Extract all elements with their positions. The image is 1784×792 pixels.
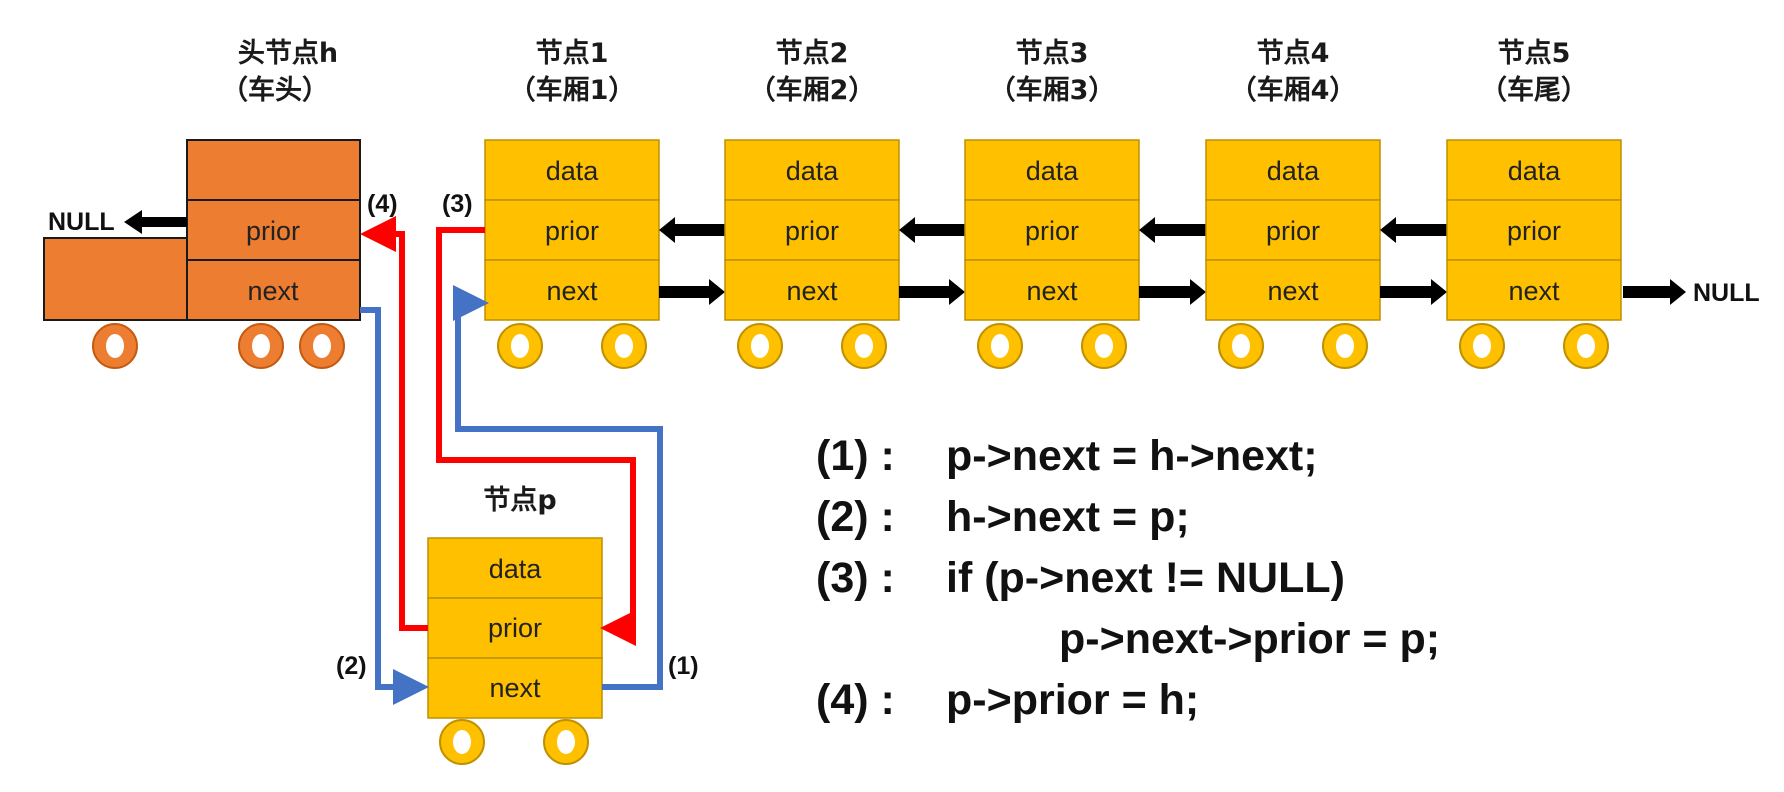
head-node: 头节点h （车头） prior next NULL [43, 38, 361, 369]
code-label-5: (4) : [816, 676, 895, 724]
head-null-label: NULL [48, 208, 115, 236]
data-cell [964, 139, 1140, 201]
step3-arrow [436, 227, 636, 646]
head-cab-block [43, 237, 188, 321]
prior-label: prior [1266, 216, 1320, 246]
next-label: next [786, 276, 838, 306]
node-1: 节点1 （车厢1） data prior next [484, 38, 660, 369]
step4-arrow [360, 216, 428, 631]
code-line-4: p->next->prior = p; [1059, 615, 1440, 663]
next-label: next [1267, 276, 1319, 306]
node-title: 节点3 [1016, 38, 1089, 69]
next-arrow [659, 279, 725, 305]
head-subtitle: （车头） [221, 74, 329, 106]
node-title: 节点1 [536, 38, 609, 69]
p-node: 节点p data prior next [427, 485, 603, 765]
prior-arrow [899, 217, 965, 243]
node-title: 节点2 [776, 38, 849, 69]
prior-arrow [659, 217, 725, 243]
node-2: 节点2 （车厢2） data prior next [724, 38, 900, 369]
data-label: data [546, 156, 600, 186]
head-wheels [92, 323, 345, 369]
p-prior-cell [427, 597, 603, 659]
next-label: next [1026, 276, 1078, 306]
code-line-5: p->prior = h; [946, 676, 1199, 724]
step2-tag: (2) [336, 652, 367, 680]
p-node-title: 节点p [483, 485, 556, 516]
tail-null-arrow [1623, 279, 1686, 305]
p-next-label: next [489, 673, 541, 703]
prior-cell [1205, 199, 1381, 261]
prior-label: prior [785, 216, 839, 246]
next-label: next [1508, 276, 1560, 306]
node-3: 节点3 （车厢3） data prior next [964, 38, 1140, 369]
prior-arrow [1380, 217, 1447, 243]
prior-label: prior [545, 216, 599, 246]
node-title: 节点5 [1498, 38, 1571, 69]
code-line-2: h->next = p; [946, 493, 1190, 541]
node-subtitle: （车厢1） [509, 74, 636, 106]
next-arrow [1380, 279, 1447, 305]
prior-arrow [1139, 217, 1206, 243]
prior-label: prior [1507, 216, 1561, 246]
step2-arrow [360, 307, 429, 705]
head-prior-cell [186, 199, 361, 261]
head-next-label: next [247, 276, 299, 306]
code-line-1: p->next = h->next; [946, 432, 1318, 480]
data-label: data [786, 156, 840, 186]
next-cell [964, 259, 1140, 321]
head-null-arrow [124, 210, 187, 234]
node-5: 节点5 （车尾） data prior next [1446, 38, 1622, 369]
step1-arrow [453, 285, 663, 690]
nodes-row: 节点1 （车厢1） data prior next 节点2 （车厢2） data prior ne… [484, 38, 1622, 369]
node-subtitle: （车厢4） [1230, 74, 1357, 106]
data-cell [1205, 139, 1381, 201]
code-block: (1) : p->next = h->next; (2) : h->next =… [816, 432, 1440, 724]
p-data-cell [427, 537, 603, 599]
data-label: data [1267, 156, 1321, 186]
next-cell [484, 259, 660, 321]
head-title: 头节点h [238, 38, 338, 69]
code-label-2: (2) : [816, 493, 895, 541]
next-cell [1205, 259, 1381, 321]
p-next-cell [427, 657, 603, 719]
node-title: 节点4 [1257, 38, 1330, 69]
node-4: 节点4 （车厢4） data prior next [1205, 38, 1381, 369]
node-subtitle: （车厢2） [749, 74, 876, 106]
step1-tag: (1) [668, 652, 699, 680]
code-line-3: if (p->next != NULL) [946, 554, 1345, 602]
data-label: data [1508, 156, 1562, 186]
step3-tag: (3) [442, 190, 473, 218]
next-label: next [546, 276, 598, 306]
next-cell [724, 259, 900, 321]
data-cell [1446, 139, 1622, 201]
node-subtitle: （车厢3） [989, 74, 1116, 106]
head-top-block [186, 139, 361, 201]
data-label: data [1026, 156, 1080, 186]
tail-null-label: NULL [1693, 279, 1760, 307]
next-arrow [899, 279, 965, 305]
next-arrow [1139, 279, 1206, 305]
code-label-1: (1) : [816, 432, 895, 480]
head-prior-label: prior [246, 216, 300, 246]
node-subtitle: （车尾） [1480, 74, 1588, 106]
prior-label: prior [1025, 216, 1079, 246]
step4-tag: (4) [367, 190, 398, 218]
p-data-label: data [489, 554, 543, 584]
next-cell [1446, 259, 1622, 321]
code-label-3: (3) : [816, 554, 895, 602]
head-next-cell [186, 259, 361, 321]
p-prior-label: prior [488, 613, 542, 643]
